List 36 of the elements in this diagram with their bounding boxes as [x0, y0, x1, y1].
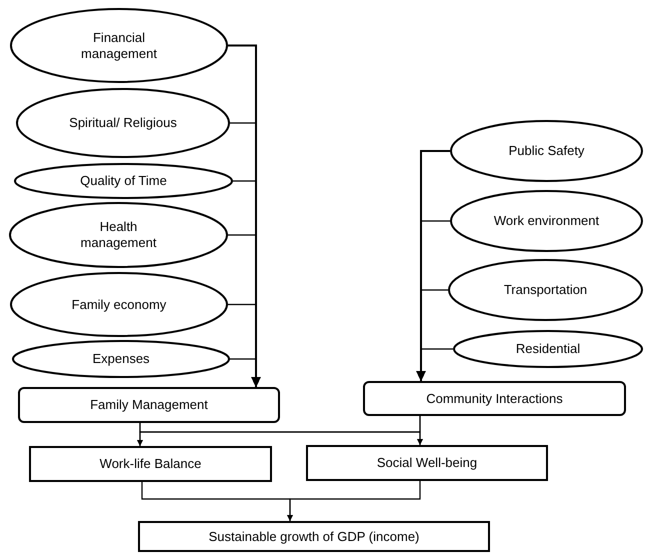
- arrow: [287, 481, 421, 521]
- node-label: Work-life Balance: [100, 456, 202, 472]
- arrow: [418, 348, 453, 381]
- rounded-process-box: [363, 381, 626, 416]
- ellipse-node: [14, 163, 233, 199]
- arrow: [417, 416, 423, 445]
- ellipse-node: [453, 330, 643, 368]
- node-label: Residential: [516, 341, 580, 357]
- process-box: [306, 445, 548, 481]
- process-box: [138, 521, 490, 552]
- node-label: Family economy: [72, 296, 166, 312]
- ellipse-node: [10, 8, 228, 83]
- ellipse-node: [16, 88, 230, 158]
- node-label: Expenses: [92, 351, 150, 367]
- node-label: Health management: [80, 219, 158, 251]
- node-label: Community Interactions: [426, 390, 563, 406]
- node-label: Family Management: [90, 397, 208, 413]
- node-label: Public Safety: [508, 143, 584, 159]
- node-label: Spiritual/ Religious: [69, 115, 177, 131]
- arrow: [416, 150, 450, 381]
- ellipse-node: [10, 272, 228, 337]
- ellipse-node: [448, 259, 643, 321]
- process-box: [29, 446, 272, 482]
- ellipse-node: [12, 340, 230, 378]
- ellipse-node: [450, 190, 643, 252]
- rounded-process-box: [18, 387, 280, 423]
- node-label: Work environment: [494, 213, 600, 229]
- node-label: Sustainable growth of GDP (income): [208, 528, 420, 544]
- ellipse-node: [9, 202, 228, 268]
- node-label: Social Well-being: [376, 455, 478, 471]
- node-label: Quality of Time: [80, 173, 167, 189]
- node-label: Financial management: [80, 30, 158, 62]
- ellipse-node: [450, 120, 643, 182]
- node-label: Transportation: [504, 282, 588, 298]
- arrow: [228, 44, 261, 387]
- arrow: [230, 358, 259, 387]
